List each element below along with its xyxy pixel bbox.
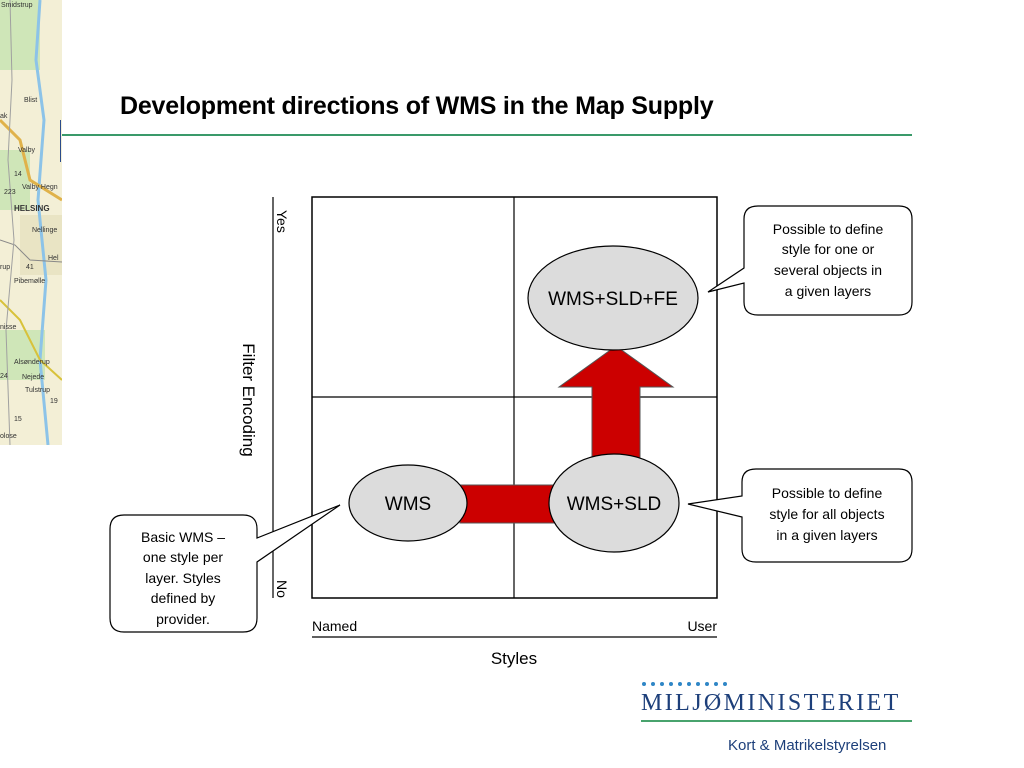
y-axis-bottom-label: No	[274, 580, 290, 598]
wms-sld-ellipse	[548, 453, 680, 553]
ministry-logo-name: MILJØMINISTERIET	[641, 690, 901, 716]
y-axis-top-label: Yes	[274, 210, 290, 233]
wms-ellipse	[348, 464, 468, 542]
wms-sld-fe-label: WMS+SLD+FE	[548, 289, 678, 310]
map-label: Smidstrup	[1, 2, 33, 9]
map-label: 15	[14, 416, 22, 423]
wms-label: WMS	[385, 494, 431, 515]
fe-callout-line: style for one or	[782, 241, 875, 257]
upward-arrow	[557, 345, 675, 471]
map-label: Hel	[48, 255, 59, 262]
fe-callout-bubble	[707, 205, 913, 316]
map-label: 223	[4, 189, 16, 196]
basic-callout-line: defined by	[151, 590, 216, 606]
fe-callout-line: a given layers	[785, 283, 871, 299]
map-label: Nellinge	[32, 227, 57, 234]
sld-callout-bubble	[687, 468, 913, 563]
sld-callout-line: Possible to define	[772, 485, 883, 501]
basic-callout-line: Basic WMS –	[141, 529, 225, 545]
y-axis-title: Filter Encoding	[239, 343, 258, 456]
map-label: nisse	[0, 324, 16, 331]
map-label: Tulstrup	[25, 387, 50, 394]
map-label: Alsønderup	[14, 359, 50, 366]
map-label: Nejede	[22, 374, 44, 381]
map-label: HELSING	[14, 204, 50, 213]
wms-sld-label: WMS+SLD	[567, 494, 662, 515]
map-strip-image: Smidstrup Blist Valby Valby Hegn HELSING…	[0, 0, 62, 445]
map-label: rup	[0, 264, 10, 271]
basic-callout-line: provider.	[156, 611, 210, 627]
sld-callout-line: style for all objects	[769, 506, 884, 522]
map-label: 14	[14, 171, 22, 178]
fe-callout-line: several objects in	[774, 262, 882, 278]
x-axis-title: Styles	[491, 649, 537, 668]
title-divider	[62, 134, 912, 136]
x-axis-left-label: Named	[312, 618, 357, 634]
map-label: Valby	[18, 147, 35, 154]
horizontal-connector-arrow	[459, 484, 556, 524]
map-label: 24	[0, 373, 8, 380]
map-label: ak	[0, 113, 8, 120]
x-axis-right-label: User	[687, 618, 717, 634]
fe-callout-line: Possible to define	[773, 221, 884, 237]
basic-wms-callout-bubble	[109, 504, 341, 633]
slide-title: Development directions of WMS in the Map…	[120, 92, 714, 120]
map-label: Blist	[24, 97, 37, 104]
basic-callout-line: one style per	[143, 549, 223, 565]
map-label: Valby Hegn	[22, 184, 58, 191]
wms-sld-fe-ellipse	[527, 245, 699, 351]
title-rule-tick	[60, 120, 61, 162]
logo-divider	[641, 720, 912, 722]
basic-callout-line: layer. Styles	[145, 570, 220, 586]
map-label: 41	[26, 264, 34, 271]
logo-dots	[642, 682, 727, 686]
sld-callout-line: in a given layers	[776, 527, 877, 543]
map-label: 19	[50, 398, 58, 405]
map-label: Pibemølle	[14, 278, 45, 285]
map-label: olose	[0, 433, 17, 440]
agency-name: Kort & Matrikelstyrelsen	[728, 737, 887, 754]
